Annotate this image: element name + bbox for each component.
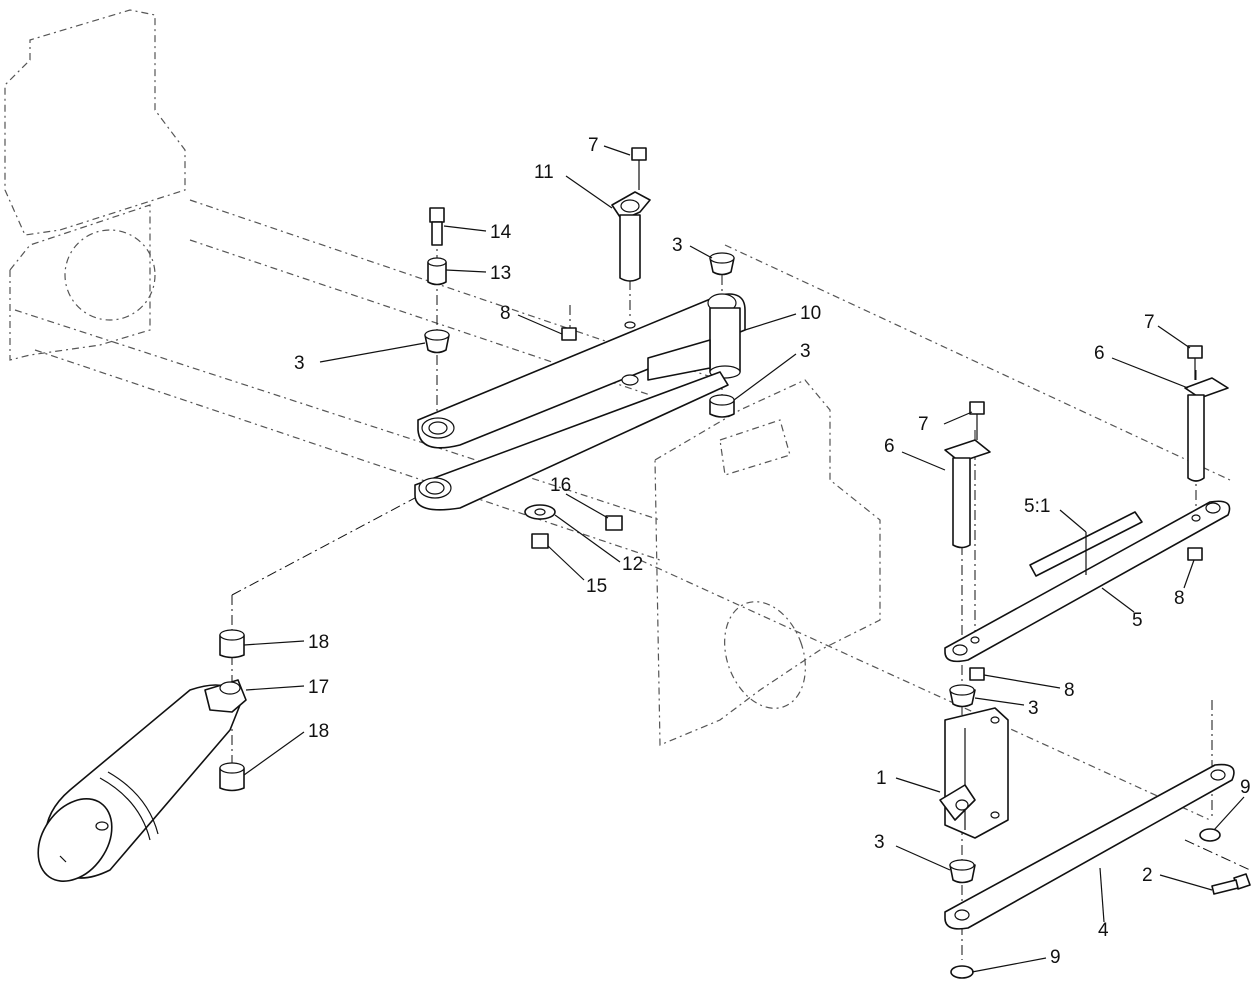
mount-bracket-1 — [939, 707, 1009, 839]
bolt-7-right — [1187, 345, 1203, 380]
callout-15: 15 — [586, 576, 607, 597]
callout-7-top: 7 — [588, 135, 599, 156]
lower-bar-4 — [944, 763, 1235, 930]
bolt-7-mid — [969, 401, 985, 440]
callout-17: 17 — [308, 677, 329, 698]
callout-6-right: 6 — [1094, 343, 1105, 364]
pin-6-center — [944, 439, 991, 549]
callout-7-mid: 7 — [918, 414, 929, 435]
callout-11: 11 — [534, 162, 554, 183]
callout-4: 4 — [1098, 920, 1109, 941]
bolt-2 — [1211, 873, 1251, 895]
callout-6-center: 6 — [884, 436, 895, 457]
callout-3-upper: 3 — [672, 235, 683, 256]
bolt-14 — [429, 207, 445, 246]
callout-8-right: 8 — [1174, 588, 1185, 609]
callout-9-bottom: 9 — [1050, 947, 1061, 968]
callout-8-arm: 8 — [500, 303, 511, 324]
retaining-ring-9-bottom — [950, 965, 974, 979]
bolt-7-top — [631, 147, 647, 190]
callout-1: 1 — [876, 768, 887, 789]
callout-8-lower: 8 — [1064, 680, 1075, 701]
nut-8-right — [1187, 547, 1203, 561]
cylinder-17 — [37, 679, 247, 882]
callout-3-mount-top: 3 — [1028, 698, 1039, 719]
callout-9-right: 9 — [1240, 777, 1251, 798]
callout-13: 13 — [490, 263, 511, 284]
callout-3-arm-right: 3 — [800, 341, 811, 362]
leader-lines — [243, 145, 1245, 973]
arm-assembly-10 — [414, 293, 746, 511]
bushing-3-mount-bottom — [949, 859, 976, 884]
callout-16: 16 — [550, 475, 571, 496]
callout-18-top: 18 — [308, 632, 329, 653]
bushing-3-upper-right — [709, 252, 735, 276]
callout-2: 2 — [1142, 865, 1153, 886]
callout-5: 5 — [1132, 610, 1143, 631]
callout-7-right: 7 — [1144, 312, 1155, 333]
fitting-16 — [605, 515, 623, 531]
washer-12 — [524, 504, 556, 520]
callout-12: 12 — [622, 554, 643, 575]
link-bar-5 — [944, 500, 1231, 663]
callout-3-left: 3 — [294, 353, 305, 374]
callout-14: 14 — [490, 222, 512, 243]
retaining-ring-9-right — [1199, 828, 1221, 842]
nut-15 — [531, 533, 549, 549]
nut-8-arm — [561, 327, 577, 341]
bushing-3-lower-right — [709, 394, 735, 418]
bushing-3-left — [424, 329, 450, 354]
callout-18-bottom: 18 — [308, 721, 329, 742]
bushing-3-mount-top — [949, 684, 976, 708]
pin-6-right — [1184, 377, 1229, 482]
pivot-pin-11 — [611, 191, 651, 282]
callouts: 7 11 14 13 3 8 3 10 3 7 6 7 6 5:1 16 12 … — [294, 135, 1251, 968]
nut-8-lower — [969, 667, 985, 681]
spacer-13 — [427, 257, 447, 286]
frame-phantom — [4, 9, 1231, 821]
callout-5-1: 5:1 — [1024, 496, 1050, 517]
bushing-18-top — [219, 629, 245, 659]
callout-10: 10 — [800, 303, 821, 324]
callout-3-mount-bottom: 3 — [874, 832, 885, 853]
bushing-18-bottom — [219, 762, 245, 792]
